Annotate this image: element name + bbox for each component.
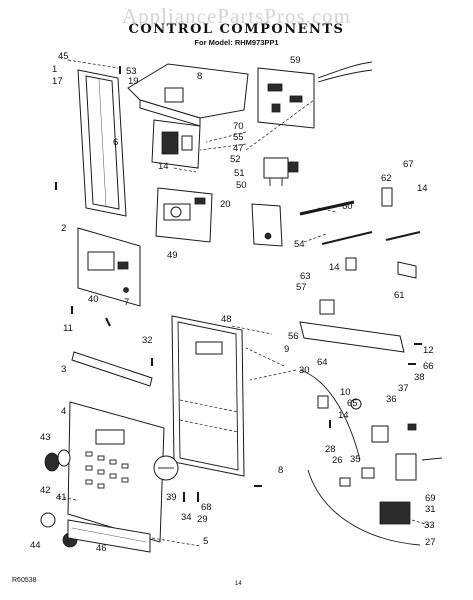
callout-48[interactable]: 48 — [221, 314, 232, 325]
callout-42[interactable]: 42 — [40, 485, 51, 496]
callout-51[interactable]: 51 — [234, 168, 245, 179]
callout-28[interactable]: 28 — [325, 444, 336, 455]
callout-69[interactable]: 69 — [425, 493, 436, 504]
callout-34[interactable]: 34 — [181, 512, 192, 523]
callout-26[interactable]: 26 — [332, 455, 343, 466]
callout-14[interactable]: 14 — [329, 262, 340, 273]
callout-46[interactable]: 46 — [96, 543, 107, 554]
chassis-panel-part[interactable] — [171, 315, 245, 477]
knob-parts[interactable] — [40, 449, 78, 548]
callout-20[interactable]: 20 — [220, 199, 231, 210]
callout-35[interactable]: 35 — [350, 454, 361, 465]
relay-part[interactable] — [263, 157, 299, 186]
callout-44[interactable]: 44 — [30, 540, 41, 551]
connector-parts[interactable] — [339, 467, 375, 487]
callout-53[interactable]: 53 — [126, 66, 137, 77]
callout-37[interactable]: 37 — [398, 383, 409, 394]
callout-62[interactable]: 62 — [381, 173, 392, 184]
callout-57[interactable]: 57 — [296, 282, 307, 293]
callout-67[interactable]: 67 — [403, 159, 414, 170]
callout-29[interactable]: 29 — [197, 514, 208, 525]
callout-30[interactable]: 30 — [299, 365, 310, 376]
rod-part[interactable] — [299, 200, 373, 245]
callout-68[interactable]: 68 — [201, 502, 212, 513]
top-cover-part[interactable] — [127, 63, 249, 127]
callout-56[interactable]: 56 — [288, 331, 299, 342]
callout-14[interactable]: 14 — [417, 183, 428, 194]
callout-70[interactable]: 70 — [233, 121, 244, 132]
callout-1[interactable]: 1 — [52, 64, 57, 75]
screw-parts[interactable] — [55, 66, 422, 502]
callout-5[interactable]: 5 — [203, 536, 208, 547]
callout-4[interactable]: 4 — [61, 406, 66, 417]
dial-part[interactable] — [153, 455, 179, 481]
callout-2[interactable]: 2 — [61, 223, 66, 234]
mount-bracket-part[interactable] — [299, 257, 405, 353]
callout-52[interactable]: 52 — [230, 154, 241, 165]
callout-65[interactable]: 65 — [347, 398, 358, 409]
display-module-part[interactable] — [155, 187, 213, 243]
callout-32[interactable]: 32 — [142, 335, 153, 346]
callout-8[interactable]: 8 — [278, 465, 283, 476]
callout-43[interactable]: 43 — [40, 432, 51, 443]
callout-8[interactable]: 8 — [197, 71, 202, 82]
callout-64[interactable]: 64 — [317, 357, 328, 368]
callout-47[interactable]: 47 — [233, 143, 244, 154]
cylinder-part[interactable] — [381, 187, 421, 279]
callout-7[interactable]: 7 — [124, 297, 129, 308]
bracket-part[interactable] — [251, 203, 283, 247]
trim-strip-part[interactable] — [71, 351, 153, 387]
callout-45[interactable]: 45 — [58, 51, 69, 62]
callout-38[interactable]: 38 — [414, 372, 425, 383]
callout-49[interactable]: 49 — [167, 250, 178, 261]
callout-19[interactable]: 19 — [128, 76, 139, 87]
leader-lines — [55, 59, 433, 547]
diagram-title: CONTROL COMPONENTS — [128, 22, 345, 37]
wiring-harness-part[interactable] — [299, 369, 421, 546]
callout-11[interactable]: 11 — [63, 323, 73, 334]
callout-50[interactable]: 50 — [236, 180, 247, 191]
callout-55[interactable]: 55 — [233, 132, 244, 143]
drawing-code: R60538 — [12, 577, 37, 584]
callout-9[interactable]: 9 — [284, 344, 289, 355]
page-number: 14 — [235, 581, 242, 587]
watermark: AppliancePartsPros.com — [121, 4, 352, 28]
callout-6[interactable]: 6 — [113, 137, 118, 148]
callout-17[interactable]: 17 — [52, 76, 63, 87]
bottom-strip-part[interactable] — [67, 519, 151, 553]
callout-27[interactable]: 27 — [425, 537, 436, 548]
callout-14[interactable]: 14 — [338, 410, 349, 421]
callout-36[interactable]: 36 — [386, 394, 397, 405]
side-trim-part[interactable] — [77, 69, 127, 217]
switch-module-part[interactable] — [151, 119, 201, 169]
callout-60[interactable]: 60 — [342, 201, 353, 212]
callout-59[interactable]: 59 — [290, 55, 301, 66]
callout-14[interactable]: 14 — [158, 161, 169, 172]
model-number: For Model: RHM973PP1 — [194, 38, 279, 47]
front-panel-part[interactable] — [67, 401, 165, 543]
callout-39[interactable]: 39 — [166, 492, 177, 503]
callout-63[interactable]: 63 — [300, 271, 311, 282]
circuit-board-part[interactable] — [257, 61, 373, 129]
callout-66[interactable]: 66 — [423, 361, 434, 372]
control-panel-part[interactable] — [77, 227, 141, 307]
callout-40[interactable]: 40 — [88, 294, 99, 305]
callout-3[interactable]: 3 — [61, 364, 66, 375]
callout-12[interactable]: 12 — [423, 345, 434, 356]
transformer-part[interactable] — [379, 453, 443, 525]
callout-54[interactable]: 54 — [294, 239, 305, 250]
callout-31[interactable]: 31 — [425, 504, 436, 515]
callout-41[interactable]: 41 — [56, 492, 67, 503]
callout-61[interactable]: 61 — [394, 290, 405, 301]
callout-10[interactable]: 10 — [340, 387, 351, 398]
switch-parts[interactable] — [317, 395, 417, 443]
callout-33[interactable]: 33 — [424, 520, 435, 531]
